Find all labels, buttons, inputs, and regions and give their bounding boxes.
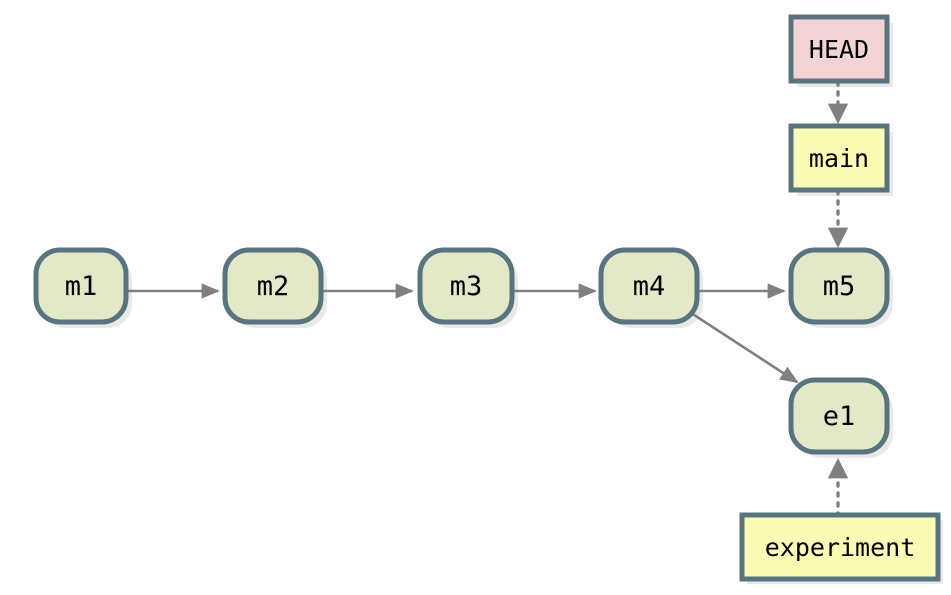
commit-node-e1[interactable]: [788, 377, 890, 455]
edges: [128, 80, 849, 518]
head-ref-box[interactable]: [788, 14, 890, 84]
commit-node-m5[interactable]: [788, 247, 890, 325]
commit-node-m2[interactable]: [222, 247, 324, 325]
ref-boxes: [739, 14, 941, 582]
commit-node-m1[interactable]: [33, 247, 129, 325]
commit-node-m4[interactable]: [598, 247, 700, 325]
commit-node-m3[interactable]: [417, 247, 515, 325]
commit-nodes: [33, 247, 890, 455]
edge-m4-e1: [687, 309, 799, 384]
branch-ref-box-main[interactable]: [788, 123, 890, 193]
branch-ref-box-experiment[interactable]: [739, 512, 941, 582]
